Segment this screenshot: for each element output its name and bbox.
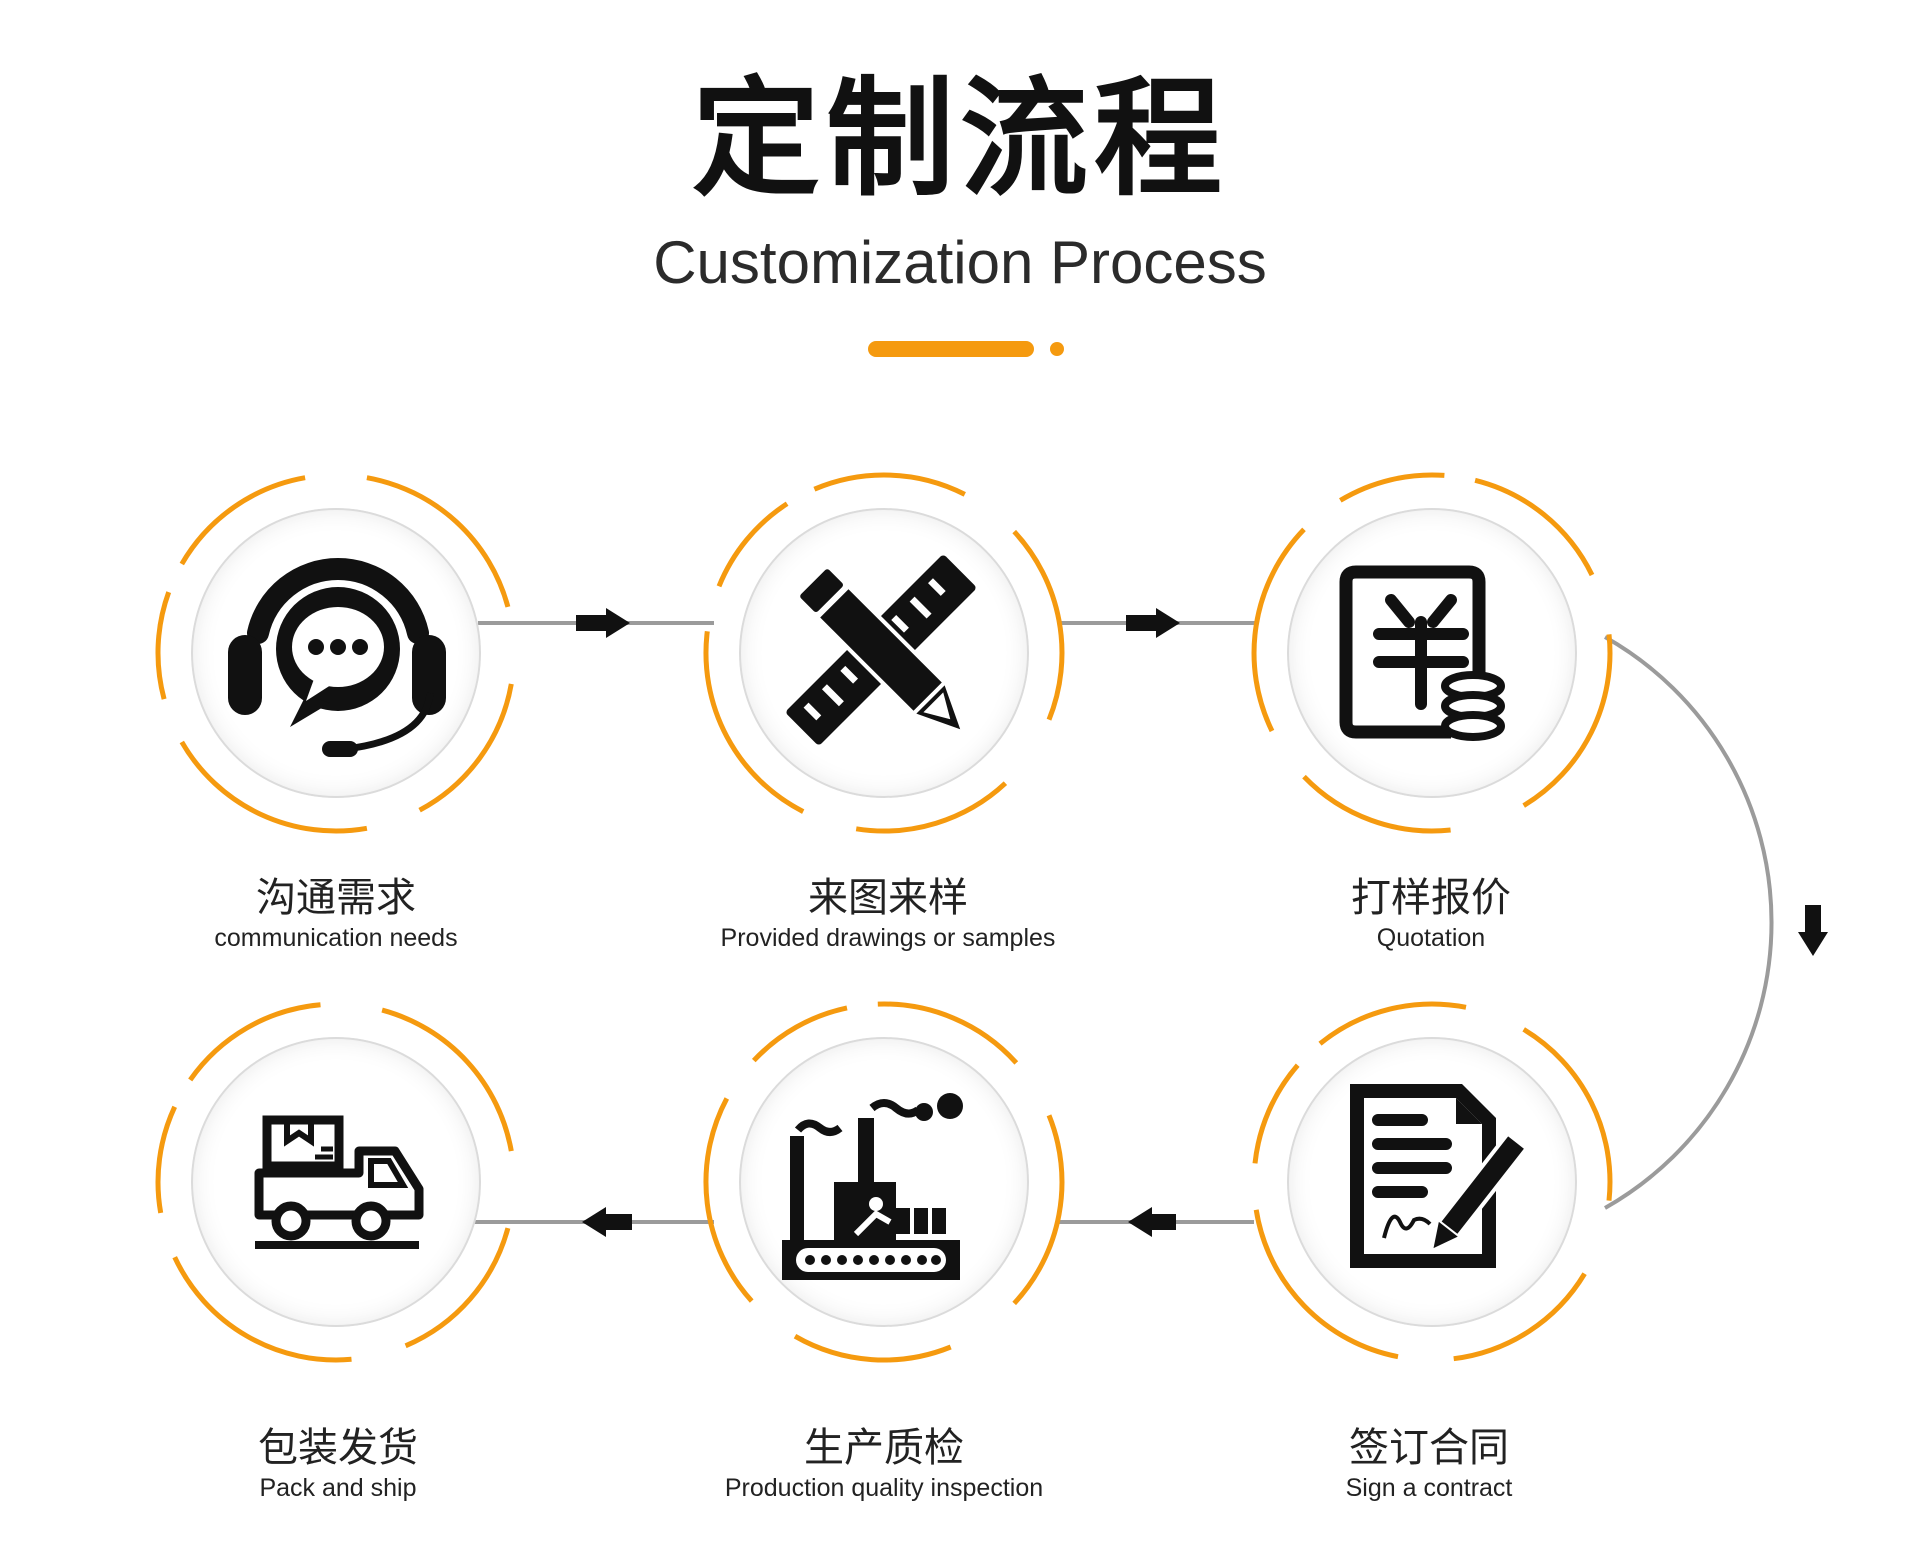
- step-pack-ship: 包装发货 Pack and ship: [158, 1423, 518, 1503]
- contract-sign-icon: [1350, 1084, 1530, 1268]
- ring-segment: [179, 740, 368, 834]
- arrow-right-icon: [576, 608, 630, 638]
- step-label-en: communication needs: [214, 924, 458, 952]
- accent-bar: [868, 341, 1034, 357]
- ring-segment: [703, 630, 805, 814]
- pencil-ruler-icon: [786, 555, 976, 745]
- ring-segment: [172, 1256, 352, 1363]
- ring-segment: [813, 472, 966, 497]
- step-ring-drawings-samples: [703, 472, 1065, 834]
- ring-segment: [1339, 472, 1445, 503]
- step-label-cn: 打样报价: [1351, 875, 1511, 921]
- accent-dot: [1050, 342, 1064, 356]
- ring-segment: [1318, 1001, 1467, 1046]
- ring-segment: [404, 1227, 511, 1349]
- ring-segment: [1251, 527, 1306, 733]
- ring-segment: [1012, 1114, 1065, 1306]
- step-ring-sign-contract: [1252, 1001, 1613, 1362]
- ring-segment: [1474, 477, 1595, 577]
- ring-segment: [1453, 1272, 1587, 1362]
- arrow-left-icon: [1128, 1207, 1176, 1237]
- arrow-down-icon: [1798, 905, 1828, 956]
- ring-segment: [179, 475, 306, 566]
- step-sign-contract: 签订合同 Sign a contract: [1249, 1423, 1609, 1503]
- delivery-truck-icon: [254, 1115, 424, 1249]
- step-communication: 沟通需求 communication needs: [156, 873, 516, 953]
- ring-segment: [418, 683, 514, 813]
- ring-segment: [1253, 1209, 1399, 1360]
- step-label-en: Sign a contract: [1345, 1474, 1513, 1502]
- yuan-price-coins-icon: [1339, 565, 1505, 741]
- ring-segment: [855, 781, 1008, 834]
- step-ring-pack-ship: [155, 1002, 514, 1363]
- ring-segment: [751, 1005, 848, 1063]
- ring-segment: [155, 1105, 177, 1214]
- step-label-en: Production quality inspection: [724, 1474, 1044, 1502]
- step-ring-production-inspection: [703, 1001, 1065, 1363]
- ring-segment: [1252, 1063, 1300, 1164]
- ring-segment: [877, 1001, 1019, 1065]
- step-label-cn: 签订合同: [1349, 1425, 1509, 1471]
- step-label-en: Pack and ship: [259, 1474, 417, 1502]
- step-circle-quotation: [1287, 508, 1577, 798]
- page-subtitle: Customization Process: [653, 229, 1267, 296]
- step-production-inspection: 生产质检 Production quality inspection: [704, 1423, 1064, 1503]
- step-ring-quotation: [1251, 472, 1613, 834]
- arrow-right-icon: [1126, 608, 1180, 638]
- factory-icon: [782, 1093, 963, 1280]
- step-quotation: 打样报价 Quotation: [1251, 873, 1611, 953]
- ring-segment: [366, 475, 511, 608]
- ring-segment: [716, 501, 789, 588]
- step-ring-communication: [155, 475, 514, 834]
- ring-segment: [381, 1007, 514, 1152]
- connector-3-4-curve: [1604, 635, 1774, 1210]
- arrow-left-icon: [582, 1207, 632, 1237]
- step-label-en: Provided drawings or samples: [720, 924, 1056, 952]
- ring-segment: [1522, 634, 1613, 808]
- ring-segment: [703, 1097, 754, 1303]
- ring-segment: [1302, 774, 1451, 834]
- step-label-en: Quotation: [1376, 924, 1486, 952]
- arrows: [576, 608, 1828, 1237]
- customer-service-headset-icon: [228, 558, 446, 757]
- step-label-cn: 来图来样: [808, 875, 968, 921]
- ring-segment: [793, 1334, 952, 1363]
- ring-segment: [1012, 529, 1065, 721]
- page-title: 定制流程: [691, 65, 1228, 214]
- ring-segment: [188, 1002, 321, 1082]
- ring-segment: [155, 591, 172, 700]
- step-label-cn: 生产质检: [804, 1425, 964, 1471]
- step-label-cn: 沟通需求: [256, 875, 416, 921]
- step-drawings-samples: 来图来样 Provided drawings or samples: [708, 873, 1068, 953]
- ring-segment: [1522, 1027, 1613, 1201]
- step-label-cn: 包装发货: [258, 1425, 418, 1471]
